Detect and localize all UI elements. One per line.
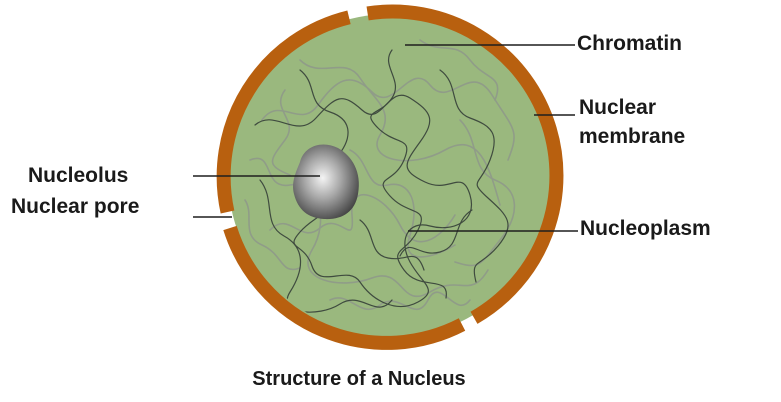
nucleoplasm-label: Nucleoplasm	[580, 216, 711, 242]
nuclear-pore-label: Nuclear pore	[11, 194, 139, 220]
nuclear-membrane-label-line1: Nuclear	[579, 95, 656, 121]
diagram-title: Structure of a Nucleus	[0, 368, 718, 391]
nucleolus-label: Nucleolus	[28, 163, 128, 189]
nuclear-membrane-label-line2: membrane	[579, 124, 685, 150]
chromatin-label: Chromatin	[577, 31, 682, 57]
